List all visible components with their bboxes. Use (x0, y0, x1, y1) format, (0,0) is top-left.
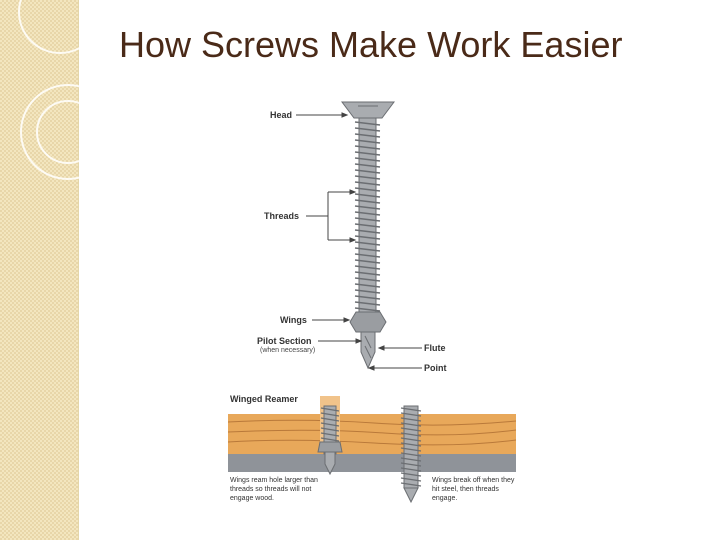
decorative-sidebar (0, 0, 78, 540)
screw-diagram: Head Threads Wings Pilot Section (when n… (224, 96, 524, 516)
decorative-circle (20, 84, 116, 180)
reamer-caption-right: Wings break off when they hit steel, the… (432, 477, 515, 502)
reamer-title: Winged Reamer (230, 394, 298, 404)
sidebar-edge (78, 0, 79, 540)
label-threads: Threads (264, 211, 300, 221)
label-flute: Flute (424, 343, 446, 353)
reamer-caption-left: Wings ream hole larger than threads so t… (230, 477, 318, 502)
reamer-diagram (227, 396, 517, 504)
screw-illustration (227, 101, 517, 504)
label-wings: Wings (280, 315, 307, 325)
decorative-circle (36, 100, 100, 164)
label-pilot-section: Pilot Section (257, 336, 312, 346)
main-screw (341, 101, 395, 370)
slide-title: How Screws Make Work Easier (119, 24, 623, 65)
label-point: Point (424, 363, 447, 373)
label-pilot-note: (when necessary) (260, 347, 316, 354)
label-head: Head (270, 110, 293, 120)
